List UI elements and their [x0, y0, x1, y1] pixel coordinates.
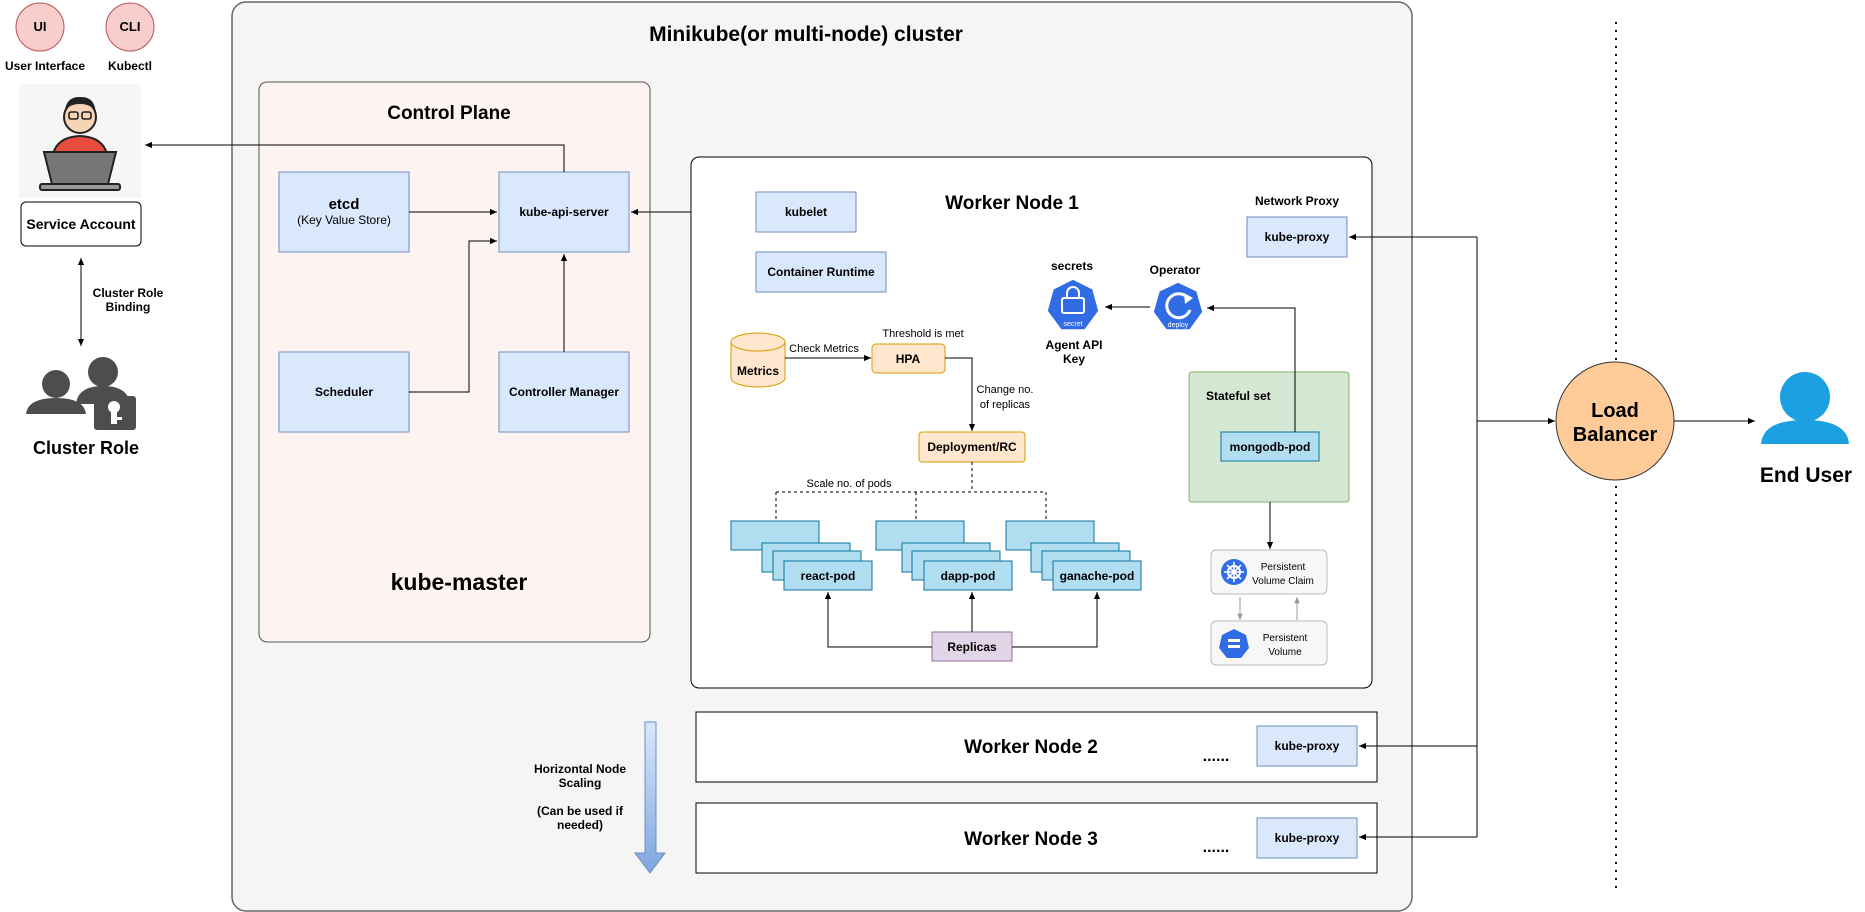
deployment-box[interactable]: Deployment/RC — [918, 431, 1026, 463]
edge-mongodb-operator — [1207, 304, 1296, 432]
cli-badge: CLI — [120, 19, 141, 34]
controller-manager-box[interactable]: Controller Manager — [498, 351, 630, 433]
kube-proxy-1-label: kube-proxy — [1265, 230, 1330, 244]
worker-node-3-title: Worker Node 3 — [964, 829, 1098, 850]
etcd-box[interactable]: etcd (Key Value Store) — [278, 171, 410, 253]
cluster-title: Minikube(or multi-node) cluster — [649, 23, 963, 46]
pv-label-1: Persistent — [1263, 633, 1308, 644]
secret-icon-text: secret — [1063, 321, 1082, 328]
routing-lines — [1349, 233, 1555, 841]
load-balancer-label-2: Balancer — [1573, 424, 1658, 446]
cluster-role-icon — [26, 357, 136, 430]
worker-node-1-title: Worker Node 1 — [945, 193, 1079, 214]
scheduler-box[interactable]: Scheduler — [278, 351, 410, 433]
pv-label-2: Volume — [1268, 647, 1302, 658]
load-balancer-label-1: Load — [1591, 400, 1639, 422]
etcd-detail: (Key Value Store) — [297, 213, 391, 227]
kube-master-label: kube-master — [391, 569, 528, 595]
change-replicas-2: of replicas — [980, 399, 1031, 411]
secret-icon: secret — [1046, 278, 1100, 331]
change-replicas-1: Change no. — [977, 384, 1034, 396]
container-runtime-box[interactable]: Container Runtime — [755, 251, 887, 293]
kube-proxy-2-label: kube-proxy — [1275, 739, 1340, 753]
ui-badge: UI — [34, 19, 47, 34]
mongodb-pod-box[interactable]: mongodb-pod — [1220, 431, 1320, 462]
worker-node-2-dots: ...... — [1203, 748, 1230, 765]
service-account-box[interactable]: Service Account — [20, 201, 142, 247]
scale-connector — [775, 462, 1047, 521]
operator-icon-text: deploy — [1168, 322, 1189, 329]
stateful-set-label: Stateful set — [1206, 389, 1271, 403]
network-proxy-label: Network Proxy — [1255, 194, 1339, 208]
pvc-label-1: Persistent — [1261, 562, 1306, 573]
hpa-box[interactable]: HPA — [871, 343, 946, 374]
storage-icon — [1219, 629, 1249, 658]
end-user-label: End User — [1760, 464, 1852, 487]
edge-hpa-deployment — [945, 357, 976, 431]
scale-pods-label: Scale no. of pods — [806, 478, 892, 490]
load-balancer[interactable]: Load Balancer — [1555, 361, 1675, 481]
operator-deploy-icon: deploy — [1152, 281, 1204, 331]
scaling-label-1: Horizontal Node — [534, 762, 626, 776]
controller-manager-label: Controller Manager — [509, 385, 619, 399]
worker-node-2-title: Worker Node 2 — [964, 737, 1098, 758]
cli-client[interactable]: CLI Kubectl — [105, 2, 155, 73]
edge-scheduler-api — [409, 237, 497, 393]
scaling-label-3: (Can be used if — [537, 804, 624, 818]
kube-proxy-3-box[interactable]: kube-proxy — [1256, 817, 1358, 859]
kube-proxy-3-label: kube-proxy — [1275, 831, 1340, 845]
kube-proxy-2-box[interactable]: kube-proxy — [1256, 725, 1358, 767]
react-pod-label: react-pod — [801, 569, 856, 583]
scaling-label-2: Scaling — [559, 776, 602, 790]
binding-label-1: Cluster Role — [93, 286, 164, 300]
end-user-icon — [1761, 372, 1849, 444]
cluster-role-label: Cluster Role — [33, 438, 139, 458]
kube-api-server-label: kube-api-server — [519, 205, 609, 219]
check-metrics-label: Check Metrics — [789, 343, 859, 355]
react-pod-stack[interactable]: react-pod — [730, 520, 873, 591]
binding-label-2: Binding — [106, 300, 151, 314]
worker-node-3-dots: ...... — [1203, 839, 1230, 856]
operator-label: Operator — [1150, 263, 1201, 277]
replicas-label: Replicas — [947, 640, 997, 654]
secrets-label: secrets — [1051, 259, 1093, 273]
agent-api-key-2: Key — [1063, 352, 1085, 366]
hpa-label: HPA — [896, 352, 921, 366]
cli-caption: Kubectl — [108, 59, 152, 73]
edge-replicas-ganache — [1012, 592, 1101, 648]
deployment-label: Deployment/RC — [927, 440, 1017, 454]
replicas-box[interactable]: Replicas — [931, 631, 1013, 662]
agent-api-key-1: Agent API — [1046, 338, 1103, 352]
kube-api-server-box[interactable]: kube-api-server — [498, 171, 630, 253]
container-runtime-label: Container Runtime — [767, 265, 875, 279]
ui-caption: User Interface — [5, 59, 85, 73]
control-plane-title: Control Plane — [387, 103, 511, 124]
ui-client[interactable]: UI User Interface — [5, 2, 85, 73]
scaling-label-4: needed) — [557, 818, 603, 832]
edge-replicas-react — [824, 592, 932, 648]
kubelet-label: kubelet — [785, 205, 827, 219]
kubelet-box[interactable]: kubelet — [755, 191, 857, 233]
developer-icon — [19, 84, 141, 198]
metrics-label: Metrics — [737, 364, 779, 378]
scheduler-label: Scheduler — [315, 385, 373, 399]
scaling-arrow — [634, 721, 666, 874]
pvc-label-2: Volume Claim — [1252, 576, 1314, 587]
pvc-card[interactable]: Persistent Volume Claim — [1210, 549, 1328, 595]
dapp-pod-stack[interactable]: dapp-pod — [875, 520, 1013, 591]
pv-card[interactable]: Persistent Volume — [1210, 620, 1328, 666]
metrics-store[interactable]: Metrics — [730, 332, 786, 388]
mongodb-pod-label: mongodb-pod — [1230, 440, 1311, 454]
dapp-pod-label: dapp-pod — [941, 569, 996, 583]
threshold-label: Threshold is met — [882, 328, 963, 340]
ganache-pod-label: ganache-pod — [1060, 569, 1135, 583]
ganache-pod-stack[interactable]: ganache-pod — [1005, 520, 1142, 591]
service-account-label: Service Account — [26, 216, 136, 232]
etcd-label: etcd — [329, 196, 360, 213]
edge-api-developer — [145, 141, 565, 172]
kube-proxy-1-box[interactable]: kube-proxy — [1246, 216, 1348, 258]
